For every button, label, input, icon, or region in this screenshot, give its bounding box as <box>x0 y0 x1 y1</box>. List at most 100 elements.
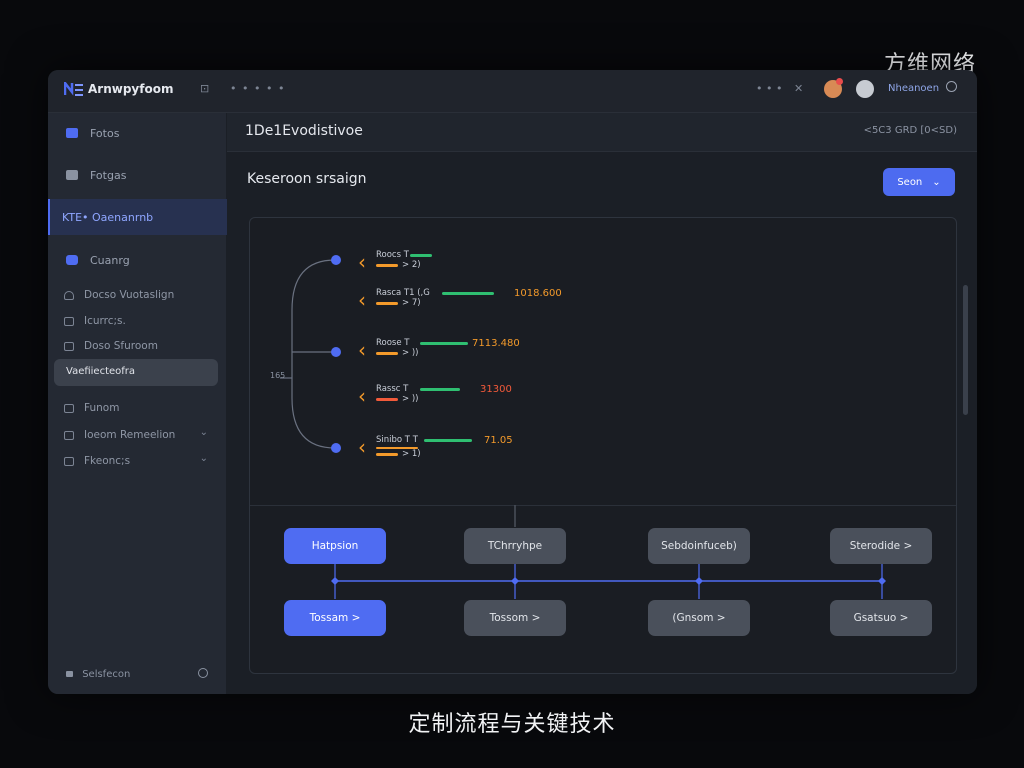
sidebar-item-cuanrg[interactable]: Cuanrg <box>48 242 226 278</box>
flow-node-label: Tossam > <box>309 612 361 624</box>
window-icon[interactable]: ⊡ <box>200 82 210 95</box>
menu-dots-icon[interactable]: • • • <box>756 82 783 95</box>
chevron-down-icon[interactable]: ⌄ <box>199 453 208 464</box>
arrow-icon <box>376 398 398 401</box>
scrollbar[interactable] <box>963 285 968 415</box>
power-icon[interactable] <box>198 668 208 678</box>
sidebar-subitem-label: Funom <box>84 402 120 414</box>
arrow-icon <box>376 264 398 267</box>
arrow-icon <box>420 342 468 345</box>
user-name[interactable]: Nheanoen <box>888 83 940 94</box>
flow-connectors <box>331 505 886 599</box>
flow-node[interactable]: Gsatsuo > <box>830 600 932 636</box>
tree-node-dot[interactable] <box>331 443 341 453</box>
flow-node-label: Hatpsion <box>311 540 359 552</box>
log-value: 31300 <box>480 384 512 395</box>
main-content: 1De1Evodistivoe <5C3 GRD [0<SD) Keseroon… <box>227 113 977 694</box>
sidebar-subitem-label: Doso Sfuroom <box>84 340 158 352</box>
sidebar-item-label: Fotos <box>90 126 120 140</box>
power-icon[interactable] <box>946 81 957 92</box>
monitor-icon <box>64 341 74 351</box>
flow-node-label: Sebdoinfuceb) <box>661 540 737 552</box>
sidebar-footer-label: Selsfecon <box>82 669 131 680</box>
folder-icon <box>66 128 78 138</box>
overlay-caption: 定制流程与关键技术 <box>408 712 616 737</box>
log-line: > 1) <box>402 449 421 459</box>
chevron-down-icon[interactable]: ⌄ <box>199 427 208 438</box>
page-header: 1De1Evodistivoe <5C3 GRD [0<SD) <box>227 113 977 152</box>
sidebar-item-label: Cuanrg <box>90 253 130 267</box>
sidebar-subitem-expandable[interactable]: Ioeom Remeelion <box>64 429 210 441</box>
sidebar-item-fotos[interactable]: Fotos <box>48 115 226 151</box>
tag-icon <box>64 403 74 413</box>
sidebar-item-label: Fotgas <box>90 168 127 182</box>
app-window: Arnwpyfoom ⊡ • • • • • • • • ✕ Nheanoen … <box>48 70 977 694</box>
flow-node[interactable]: Tossom > <box>464 600 566 636</box>
lock-icon <box>64 290 74 300</box>
button-label: Seon <box>897 176 923 188</box>
arrow-icon <box>376 352 398 355</box>
sidebar-subitem[interactable]: Funom <box>64 402 119 414</box>
primary-dropdown-button[interactable]: Seon ⌄ <box>883 168 955 196</box>
flow-tree-lines <box>280 259 336 449</box>
user-avatar[interactable] <box>856 80 874 98</box>
sidebar-subitem-label: Vaefiiecteofra <box>66 366 136 377</box>
sidebar-subitem[interactable]: Doso Sfuroom <box>64 340 158 352</box>
flow-node[interactable]: TChrryhpe <box>464 528 566 564</box>
panel-divider <box>250 505 956 506</box>
log-line: Roose T <box>376 338 410 348</box>
top-bar: Arnwpyfoom ⊡ • • • • • • • • ✕ Nheanoen <box>48 70 977 113</box>
bracket-icon: ‹ <box>358 435 366 459</box>
sidebar-item-active[interactable]: KTE• Oaenanrnb <box>48 199 228 235</box>
log-line: > 7) <box>402 298 421 308</box>
tree-node-dot[interactable] <box>331 255 341 265</box>
sidebar: Fotos Fotgas KTE• Oaenanrnb Cuanrg Docso… <box>48 113 228 694</box>
sidebar-subitem-label: Icurrc;s. <box>84 315 126 327</box>
tree-node-dot[interactable] <box>331 347 341 357</box>
page-tools[interactable]: <5C3 GRD [0<SD) <box>863 125 957 136</box>
root-label: 165 <box>270 371 286 380</box>
arrow-icon <box>376 453 398 456</box>
flow-node-label: TChrryhpe <box>487 540 543 552</box>
sidebar-subitem-label: Ioeom Remeelion <box>84 429 176 441</box>
flow-node-label: Tossom > <box>489 612 541 624</box>
flow-node[interactable]: (Gnsom > <box>648 600 750 636</box>
flow-node[interactable]: Tossam > <box>284 600 386 636</box>
log-line: Roocs T <box>376 250 409 260</box>
shield-icon <box>66 255 78 265</box>
sidebar-subitem-selected[interactable]: Vaefiiecteofra <box>54 359 218 386</box>
logo-icon <box>64 82 83 96</box>
app-title: Arnwpyfoom <box>88 82 174 96</box>
bracket-icon: ‹ <box>358 338 366 362</box>
sidebar-subitem-label: Docso Vuotaslign <box>84 289 175 301</box>
bracket-icon: ‹ <box>358 250 366 274</box>
log-line: Rasca T1 (,G <box>376 288 430 298</box>
flow-panel: 165 ‹ Roocs T > 2) ‹ Rasca T1 (,G 1018.6… <box>249 217 957 674</box>
flow-node-label: Gsatsuo > <box>853 612 909 624</box>
bracket-icon: ‹ <box>358 384 366 408</box>
sidebar-item-label: KTE• Oaenanrnb <box>62 210 154 224</box>
log-line: Sinibo T T <box>376 435 418 445</box>
sidebar-subitem[interactable]: Icurrc;s. <box>64 315 126 327</box>
arrow-icon <box>424 439 472 442</box>
page-title: 1De1Evodistivoe <box>245 123 363 139</box>
sidebar-item-fotgas[interactable]: Fotgas <box>48 157 226 193</box>
sidebar-subitem-expandable[interactable]: Fkeonc;s <box>64 455 130 467</box>
grid-icon <box>64 430 74 440</box>
bracket-icon: ‹ <box>358 288 366 312</box>
flow-node[interactable]: Sebdoinfuceb) <box>648 528 750 564</box>
list-icon <box>64 456 74 466</box>
close-icon[interactable]: ✕ <box>794 82 804 95</box>
sidebar-footer[interactable]: Selsfecon <box>66 669 130 680</box>
arrow-icon <box>376 302 398 305</box>
more-dots-icon[interactable]: • • • • • <box>230 82 286 95</box>
flow-node[interactable]: Hatpsion <box>284 528 386 564</box>
log-value: 1018.600 <box>514 288 562 299</box>
flow-node[interactable]: Sterodide > <box>830 528 932 564</box>
log-line: Rassc T <box>376 384 409 394</box>
settings-icon <box>66 671 73 677</box>
sidebar-subitem[interactable]: Docso Vuotaslign <box>64 289 174 301</box>
arrow-icon <box>410 254 432 257</box>
arrow-icon <box>376 447 418 449</box>
chevron-down-icon: ⌄ <box>932 176 941 188</box>
